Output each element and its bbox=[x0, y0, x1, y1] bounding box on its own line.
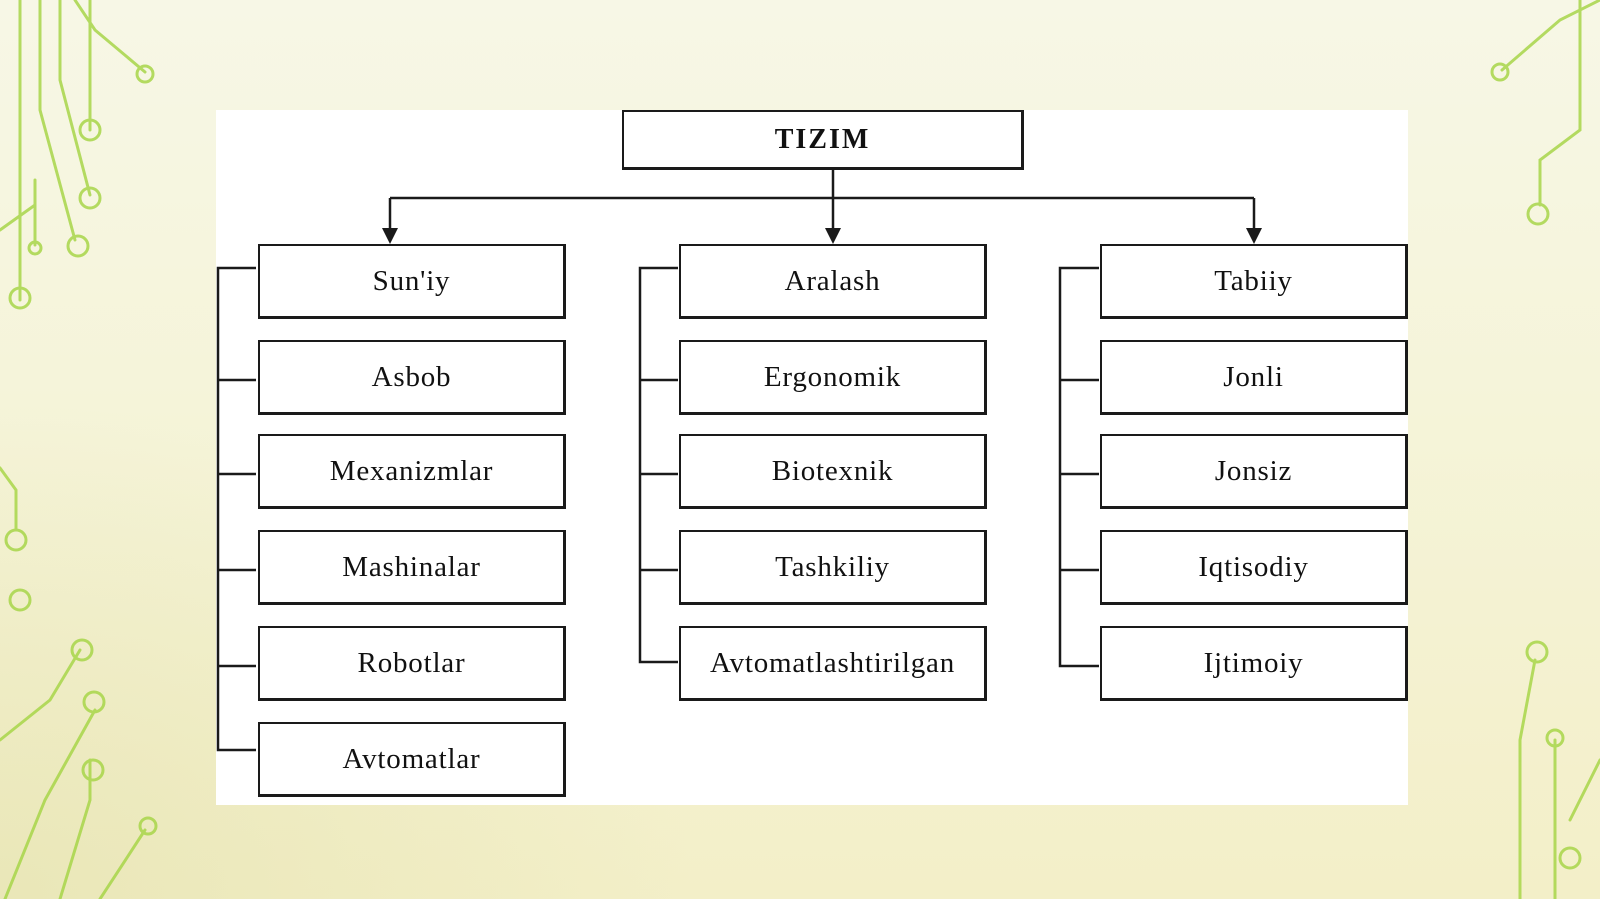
item-box-avtomatlashtirilgan: Avtomatlashtirilgan bbox=[679, 626, 987, 701]
item-box-asbob: Asbob bbox=[258, 340, 566, 415]
item-box-robotlar: Robotlar bbox=[258, 626, 566, 701]
item-box-jonli: Jonli bbox=[1100, 340, 1408, 415]
item-box-iqtisodiy: Iqtisodiy bbox=[1100, 530, 1408, 605]
category-box-tabiiy: Tabiiy bbox=[1100, 244, 1408, 319]
item-box-biotexnik: Biotexnik bbox=[679, 434, 987, 509]
bracket-aralash bbox=[638, 266, 678, 664]
category-box-suniy: Sun'iy bbox=[258, 244, 566, 319]
arrowhead-left bbox=[382, 228, 398, 244]
item-box-mexanizmlar: Mexanizmlar bbox=[258, 434, 566, 509]
root-box-tizim: TIZIM bbox=[622, 110, 1024, 170]
arrowhead-right bbox=[1246, 228, 1262, 244]
item-box-avtomatlar: Avtomatlar bbox=[258, 722, 566, 797]
item-box-tashkiliy: Tashkiliy bbox=[679, 530, 987, 605]
item-box-jonsiz: Jonsiz bbox=[1100, 434, 1408, 509]
category-box-aralash: Aralash bbox=[679, 244, 987, 319]
connector-lines bbox=[216, 168, 1262, 752]
system-diagram: TIZIM Sun'iy Asbob Mexanizmlar Mashinala… bbox=[216, 110, 1408, 805]
arrowhead-middle bbox=[825, 228, 841, 244]
bracket-tabiiy bbox=[1058, 266, 1099, 668]
bracket-suniy bbox=[216, 266, 256, 752]
item-box-ijtimoiy: Ijtimoiy bbox=[1100, 626, 1408, 701]
item-box-mashinalar: Mashinalar bbox=[258, 530, 566, 605]
item-box-ergonomik: Ergonomik bbox=[679, 340, 987, 415]
